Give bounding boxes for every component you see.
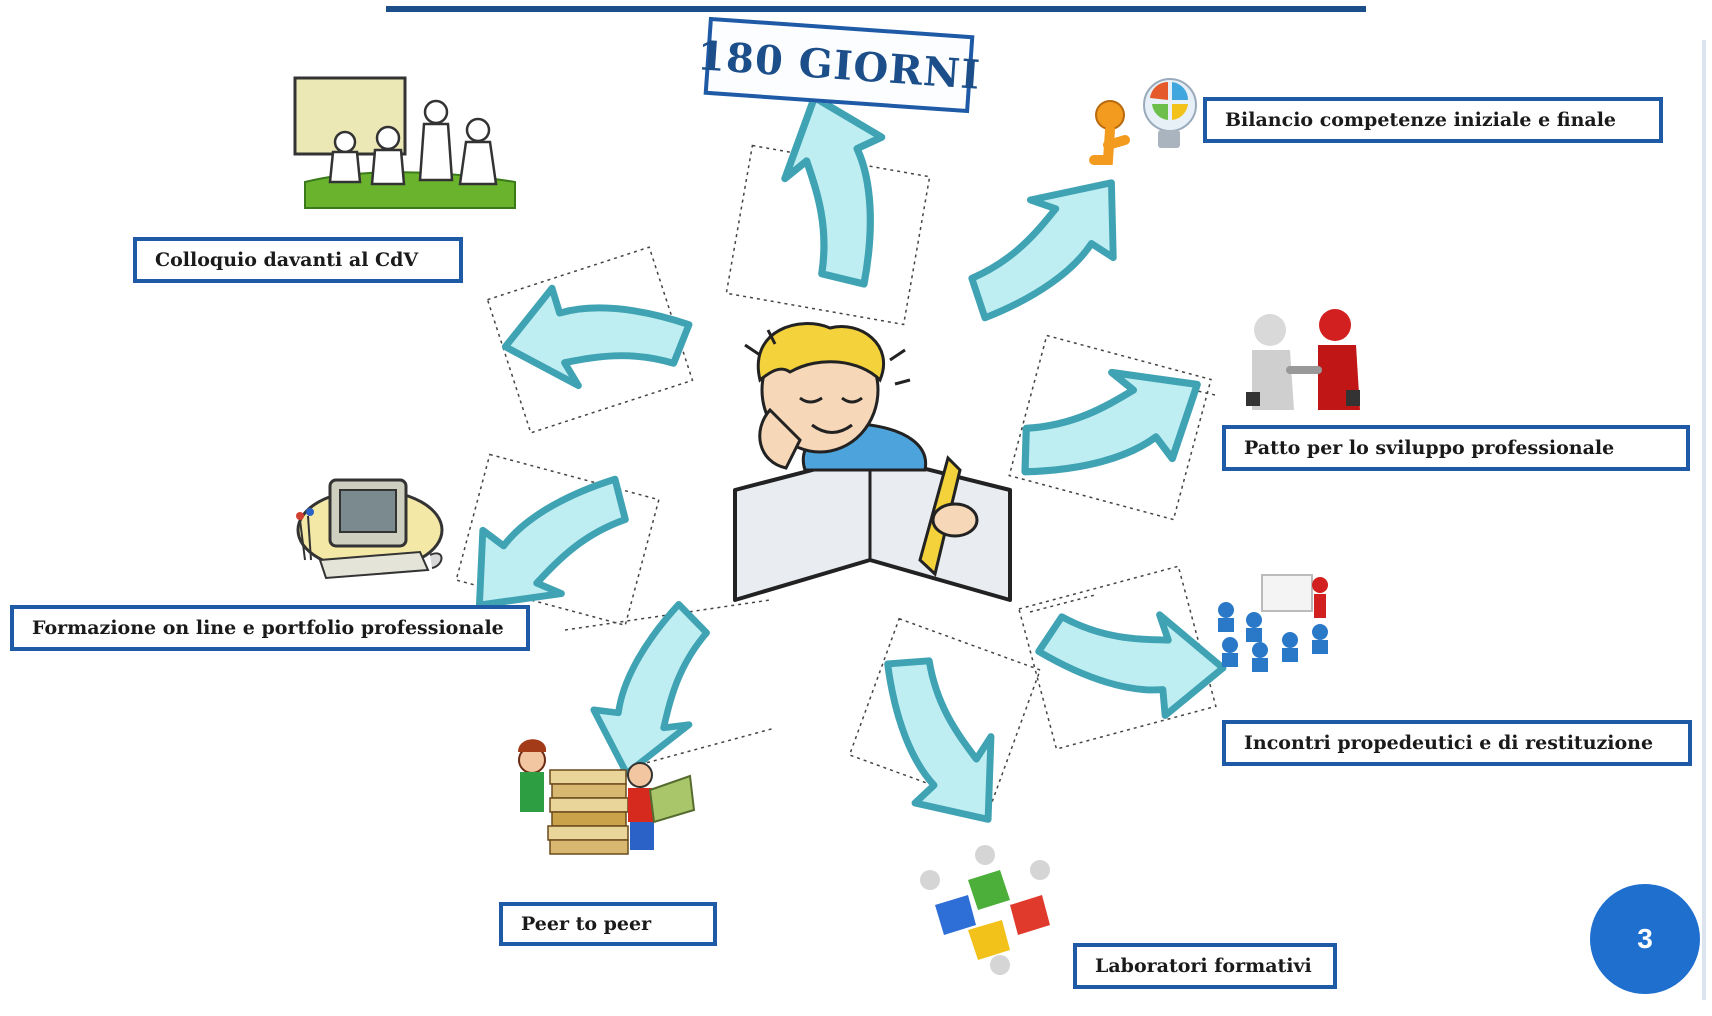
dashed-frame-top: [725, 144, 931, 326]
node-peer-label: Peer to peer: [499, 902, 717, 946]
arrow-upper-right: [958, 183, 1133, 319]
node-incontri-label: Incontri propedeutici e di restituzione: [1222, 720, 1692, 766]
dashed-frame-upper-left: [486, 246, 694, 434]
handshake-icon: [1246, 309, 1360, 410]
right-edge-rule: [1702, 40, 1706, 1000]
node-formazione-label: Formazione on line e portfolio professio…: [10, 605, 530, 651]
node-colloquio-label: Colloquio davanti al CdV: [133, 237, 463, 283]
puzzle-team-icon: [920, 845, 1050, 975]
node-bilancio-label: Bilancio competenze iniziale e finale: [1203, 97, 1663, 143]
node-laboratori-label: Laboratori formativi: [1073, 943, 1337, 989]
dashed-frame-right: [1008, 334, 1212, 521]
arrow-bottom: [882, 659, 993, 819]
arrow-right: [1020, 362, 1197, 494]
meeting-presentation-icon: [1218, 574, 1328, 672]
computer-icon: [296, 478, 444, 580]
arrow-upper-left: [505, 253, 693, 420]
dashed-frame-left: [455, 453, 660, 627]
arrow-lower-left: [564, 602, 744, 774]
arrow-lower-right: [1035, 567, 1223, 749]
study-books-icon: [518, 739, 696, 855]
top-rule: [386, 6, 1366, 12]
page-number-badge: 3: [1590, 884, 1700, 994]
lightbulb-gears-icon: [1089, 78, 1197, 165]
node-patto-label: Patto per lo sviluppo professionale: [1222, 425, 1690, 471]
dashed-frame-lower-right: [1018, 565, 1217, 750]
student-writing-icon: [733, 322, 1012, 602]
classroom-meeting-icon: [293, 76, 516, 209]
arrow-top: [759, 97, 919, 288]
arrow-left: [465, 479, 635, 606]
dashed-connector-lower-left: [619, 727, 776, 771]
